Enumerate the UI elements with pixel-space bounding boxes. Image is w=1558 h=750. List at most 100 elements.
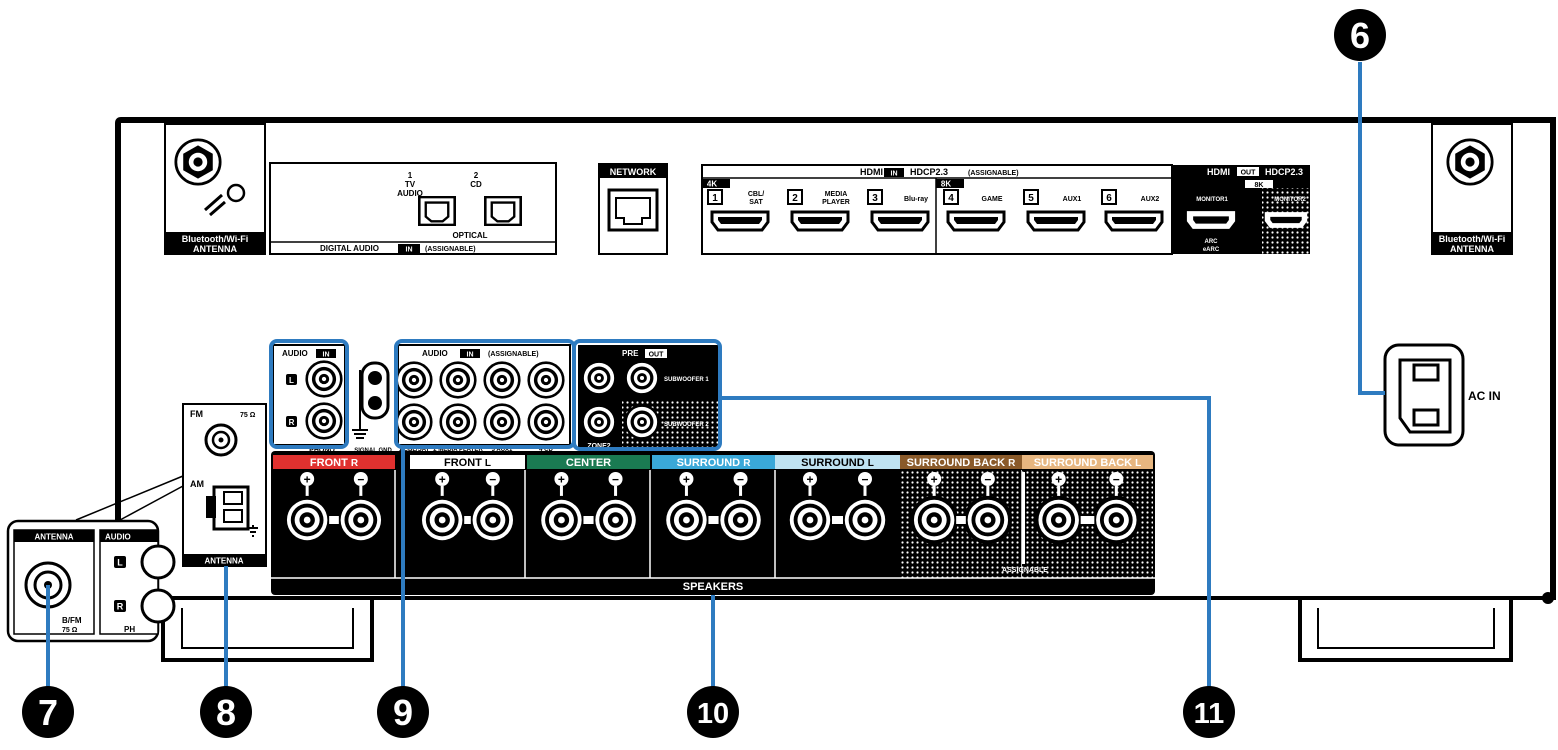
hdmi-in-port[interactable]: [946, 210, 1006, 232]
phono-rca-l: [305, 360, 343, 398]
hdmi-in-port[interactable]: [1026, 210, 1086, 232]
hdmi-in-num: 1: [712, 193, 718, 204]
terminal-link-bar: [708, 516, 719, 524]
callout-9: 9: [377, 686, 429, 738]
speaker-binding-post[interactable]: [910, 495, 959, 545]
speakers-assignable: ASSIGNABLE: [1002, 567, 1048, 574]
hdmi-in-hdcp: HDCP2.3: [910, 167, 948, 177]
chassis-outline: [115, 117, 1556, 600]
terminal-link-bar: [832, 516, 843, 524]
negative-terminal-sign: −: [353, 472, 368, 487]
bt-left-label-bar: [165, 232, 265, 254]
speaker-binding-post[interactable]: [1034, 495, 1083, 545]
audio-in-rca-jack[interactable]: [439, 361, 477, 399]
badge-8k: [936, 179, 964, 188]
antenna-connect-icon: [204, 193, 226, 217]
digital-audio-panel: [269, 162, 557, 255]
audio-in-rca-jack[interactable]: [395, 403, 433, 441]
negative-terminal-sign: −: [485, 472, 500, 487]
hdmi-in-port[interactable]: [790, 210, 850, 232]
speaker-binding-post[interactable]: [716, 495, 765, 545]
hdmi-out-label: HDMI: [1207, 167, 1230, 177]
speaker-binding-post[interactable]: [785, 495, 835, 545]
subwoofer2-rca: [624, 404, 660, 440]
audio-in-rca-jack[interactable]: [395, 361, 433, 399]
callout-line-6: [1358, 62, 1385, 395]
positive-terminal-sign: +: [803, 472, 817, 487]
digital-audio-in-badge: [398, 244, 420, 253]
phono-r-badge: [286, 416, 297, 427]
zoom-antenna-label-bar: [14, 530, 94, 542]
svg-text:+: +: [558, 473, 565, 487]
zoom-audio-label-bar: [100, 530, 158, 542]
zoom-fm-text: B/FM: [62, 616, 82, 625]
phono-in-badge-text: IN: [323, 352, 330, 359]
hdmi-out-badge: [1237, 167, 1259, 176]
callout-line-11: [720, 396, 1211, 690]
speaker-side-badge: R: [743, 458, 751, 469]
pre-out-badge: [645, 349, 667, 358]
hdmi-in-port[interactable]: [870, 210, 930, 232]
hdmi-in-badge: [884, 168, 904, 177]
hdmi-out-monitor2-port: [1264, 212, 1308, 228]
speaker-binding-post[interactable]: [963, 495, 1012, 545]
audio-in-rca-jack[interactable]: [527, 403, 565, 441]
speaker-binding-post[interactable]: [336, 495, 385, 545]
audio-in-rca-jack[interactable]: [439, 403, 477, 441]
speaker-section-header: SURROUND L: [775, 455, 900, 469]
audio-in-rca-jack[interactable]: [483, 403, 521, 441]
optical-in1-num: 1: [408, 171, 413, 180]
hdmi-in-label-b: PLAYER: [822, 199, 850, 206]
fm-label: FM: [190, 409, 203, 419]
hdmi-in-label-a: AUX1: [1063, 196, 1082, 203]
hdmi-in-label-a: MEDIA: [825, 191, 848, 198]
audio-in-rca-jack[interactable]: [527, 361, 565, 399]
am-antenna-clip-top: [223, 491, 243, 505]
hdmi-in-port[interactable]: [1104, 210, 1164, 232]
speaker-binding-post[interactable]: [840, 495, 890, 545]
positive-terminal-sign: +: [554, 472, 569, 487]
foot-left-inner: [181, 608, 354, 649]
speaker-binding-post[interactable]: [418, 495, 467, 545]
bt-antenna-left-jack: [174, 138, 222, 186]
ac-in-inlet: [1398, 358, 1452, 434]
hdmi-in-port[interactable]: [710, 210, 770, 232]
optical-in2-num: 2: [474, 171, 479, 180]
speaker-section-name: FRONT R: [310, 457, 359, 469]
network-label: NETWORK: [610, 167, 657, 177]
phono-highlight-box: [269, 339, 349, 449]
audio-in-input-label: 4 CD: [539, 447, 553, 453]
monitor1-label: MONITOR1: [1196, 197, 1228, 203]
speaker-binding-post[interactable]: [662, 495, 711, 545]
callout-11: 11: [1183, 686, 1235, 738]
speaker-binding-post[interactable]: [468, 495, 517, 545]
callout-6-number: 6: [1350, 15, 1370, 56]
svg-text:−: −: [737, 473, 744, 487]
speaker-binding-post[interactable]: [591, 495, 640, 545]
hdmi-in-label: HDMI: [860, 167, 883, 177]
audio-in-badge: [460, 349, 480, 358]
speaker-binding-post[interactable]: [1092, 495, 1141, 545]
negative-terminal-sign: −: [608, 472, 623, 487]
audio-in-rca-jack[interactable]: [483, 361, 521, 399]
optical-in1-b: AUDIO: [397, 189, 423, 198]
svg-text:+: +: [931, 473, 938, 487]
positive-terminal-sign: +: [435, 472, 450, 487]
bt-left-label: Bluetooth/Wi-Fi: [182, 234, 248, 244]
speaker-section-header: CENTER: [527, 455, 650, 469]
speaker-section-header: FRONT L: [410, 455, 525, 469]
speaker-binding-post[interactable]: [283, 495, 332, 545]
zoom-r-badge: [114, 600, 126, 612]
phono-in-badge: [316, 349, 336, 358]
speaker-binding-post[interactable]: [537, 495, 586, 545]
bt-right-label-bar: [1432, 232, 1512, 254]
hdmi-in-num: 6: [1106, 193, 1112, 204]
speaker-section-name: SURROUND L: [801, 457, 874, 469]
hdmi-in-num-box: [943, 189, 959, 205]
sub1-label: SUBWOOFER 1: [664, 377, 709, 383]
ac-in-pin-bottom: [1412, 408, 1440, 427]
hdmi-in-label-a: GAME: [982, 196, 1003, 203]
terminal-link-bar: [956, 516, 966, 524]
